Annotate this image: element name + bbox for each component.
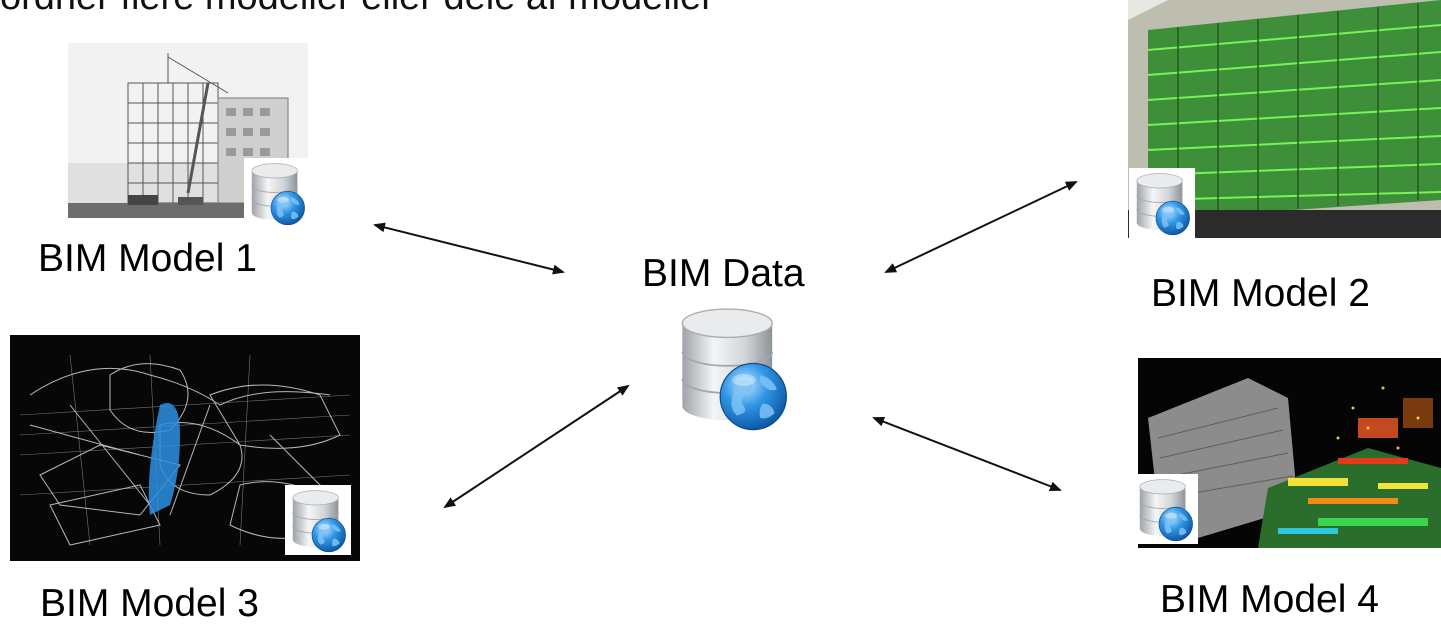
arrow-model2-data (884, 181, 1078, 273)
model-3-label: BIM Model 3 (40, 582, 259, 625)
center-label: BIM Data (642, 252, 805, 295)
arrow-model3-data (443, 384, 630, 509)
model-2-database-icon (1129, 168, 1195, 238)
model-1-label: BIM Model 1 (38, 237, 257, 280)
model-4-label: BIM Model 4 (1160, 578, 1379, 621)
model-3-database-icon (285, 485, 351, 555)
header-partial-text: ordner flere modeller eller dele af mode… (0, 0, 714, 19)
center-database-globe-icon (652, 302, 812, 437)
arrow-model1-data (373, 222, 565, 275)
arrow-model4-data (872, 416, 1062, 492)
model-4-database-icon (1132, 474, 1198, 544)
model-1-database-icon (244, 158, 310, 228)
model-2-image (1128, 0, 1441, 238)
model-2-label: BIM Model 2 (1151, 272, 1370, 315)
